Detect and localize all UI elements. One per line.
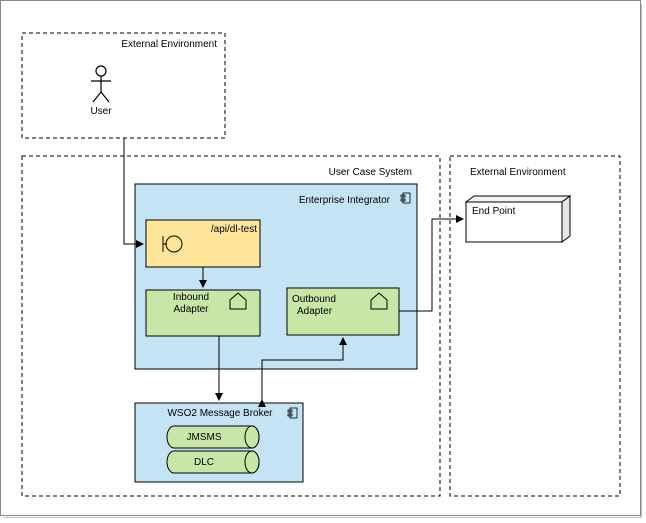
outbound-adapter: Outbound Adapter	[286, 287, 400, 336]
outbound-adapter-label-line2: Adapter	[297, 306, 333, 317]
external-environment-right: External Environment	[449, 155, 621, 497]
queue-jmsms: JMSMS	[166, 425, 260, 449]
inbound-adapter: Inbound Adapter	[145, 289, 261, 337]
interface-boundary-icon	[162, 235, 183, 253]
page-border	[0, 0, 641, 516]
end-point-node-front	[465, 201, 563, 243]
end-point-node: End Point	[464, 195, 572, 243]
user-actor: User	[90, 65, 112, 117]
api-dl-test: /api/dl-test	[145, 219, 261, 268]
outbound-adapter-label-line1: Outbound	[292, 294, 336, 305]
external-environment-top-label: External Environment	[121, 39, 217, 50]
end-point-node-top	[464, 195, 572, 203]
component-icon	[400, 192, 411, 204]
outbound-to-endpoint-arrow	[399, 215, 464, 312]
external-environment-right-label: External Environment	[470, 167, 566, 178]
enterprise-integrator-label: Enterprise Integrator	[299, 195, 391, 206]
user-label: User	[90, 106, 112, 117]
queue-label: DLC	[194, 457, 214, 468]
inbound-adapter-box	[145, 289, 261, 337]
connectors	[123, 138, 464, 407]
enterprise-integrator-box	[134, 183, 418, 370]
end-point-node-side	[561, 195, 571, 243]
entity-icon	[229, 292, 247, 310]
entity-icon	[370, 292, 388, 310]
component-icon	[287, 407, 298, 419]
queue-cylinder-end	[244, 425, 260, 449]
user-to-api-arrow	[123, 138, 144, 248]
message-broker-label: WSO2 Message Broker	[167, 408, 273, 419]
end-point-label: End Point	[472, 206, 516, 217]
user-case-system-box	[21, 155, 441, 497]
inbound-adapter-label-line1: Inbound	[173, 292, 209, 303]
queue-dlc: DLC	[166, 450, 260, 474]
external-environment-top: External Environment	[21, 32, 226, 139]
stick-figure-icon	[91, 65, 111, 103]
outbound-adapter-box	[286, 287, 400, 336]
user-case-system: User Case System	[21, 155, 441, 497]
broker-outbound-arrow	[258, 337, 347, 407]
user-case-system-label: User Case System	[329, 167, 412, 178]
api-box	[145, 219, 261, 268]
inbound-adapter-label-line2: Adapter	[173, 304, 209, 315]
queue-label: JMSMS	[187, 432, 222, 443]
api-label: /api/dl-test	[211, 224, 257, 235]
enterprise-integrator: Enterprise Integrator	[134, 183, 418, 370]
external-environment-right-box	[449, 155, 621, 497]
queue-cylinder-end	[244, 450, 260, 474]
